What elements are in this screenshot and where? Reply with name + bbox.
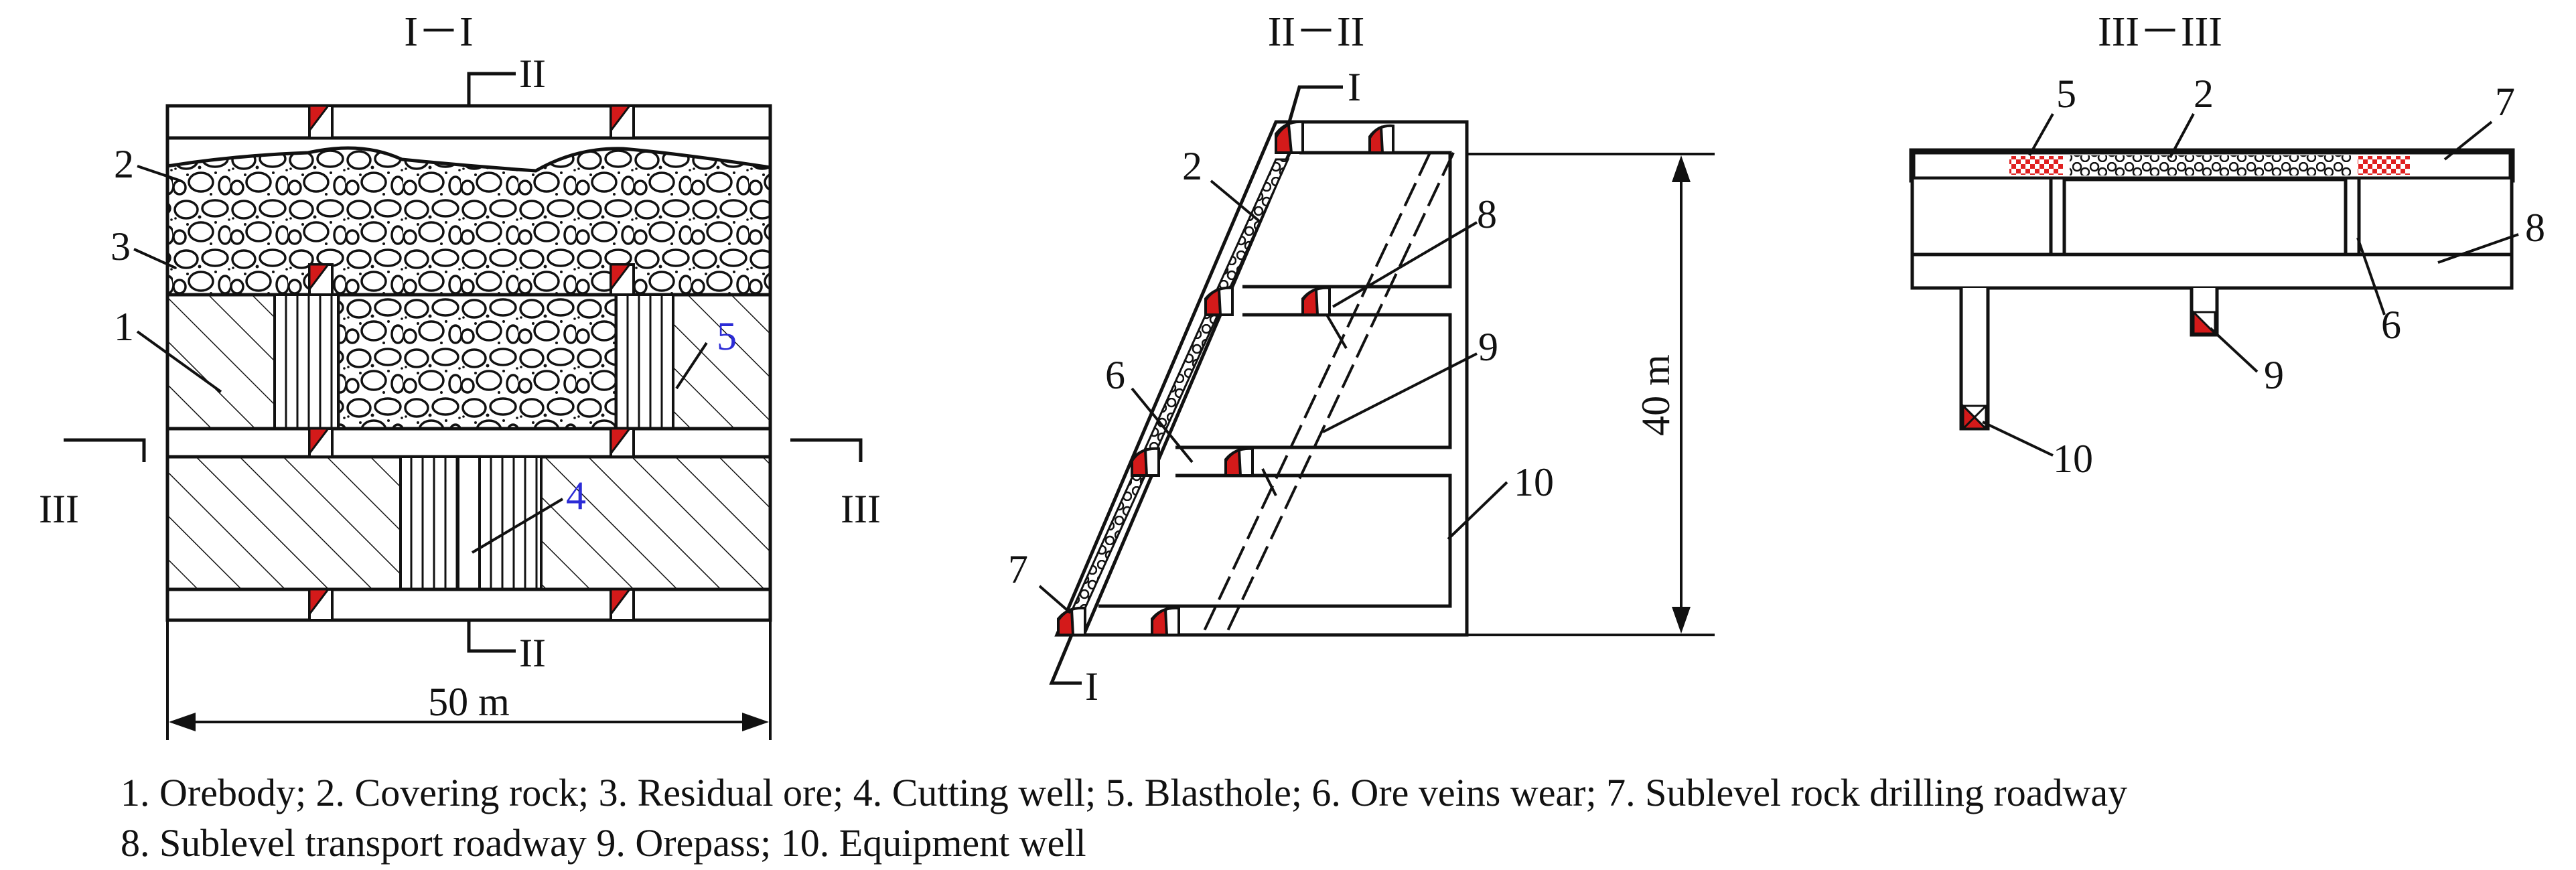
cut-label-III-left: III xyxy=(39,487,79,531)
section-title-3: III－III xyxy=(2098,9,2222,55)
covering-rock xyxy=(165,146,772,297)
label-1-section1: 1 xyxy=(114,305,134,349)
drilling-roadway-markers xyxy=(308,104,632,618)
caved-rubble-column xyxy=(336,293,618,431)
label-8-section3: 8 xyxy=(2525,206,2545,250)
label-5-section1: 5 xyxy=(717,314,737,358)
blasthole-lower-right xyxy=(478,455,543,591)
cut-label-I-top: I xyxy=(1348,65,1361,109)
label-8-section2: 8 xyxy=(1477,192,1497,236)
section-3: III－III xyxy=(1909,9,2545,481)
blasthole-lower-left xyxy=(399,455,459,591)
label-5-section3: 5 xyxy=(2056,72,2076,116)
cut-label-I-bottom: I xyxy=(1085,664,1098,709)
sec3-blasthole-right xyxy=(2358,156,2410,175)
label-7-section2: 7 xyxy=(1008,547,1028,591)
label-9-section3: 9 xyxy=(2264,353,2284,397)
sec3-blasthole-left xyxy=(2009,156,2063,175)
section-2: II－II xyxy=(1008,9,1715,709)
label-3-section1: 3 xyxy=(111,224,131,269)
label-6-section2: 6 xyxy=(1105,353,1125,397)
label-10-section2: 10 xyxy=(1514,460,1554,504)
sec3-covering-rock xyxy=(2070,155,2351,175)
cut-label-II-bottom: II xyxy=(519,631,546,675)
caption-line-2: 8. Sublevel transport roadway 9. Orepass… xyxy=(121,821,1086,865)
blasthole-upper-left xyxy=(273,293,340,430)
cutting-well xyxy=(457,455,481,591)
label-10-section3: 10 xyxy=(2053,437,2093,481)
caption-line-1: 1. Orebody; 2. Covering rock; 3. Residua… xyxy=(121,771,2128,814)
blasthole-upper-right xyxy=(615,293,674,430)
dimension-50m: 50 m xyxy=(428,680,510,724)
label-7-section3: 7 xyxy=(2495,80,2515,124)
section-title-2: II－II xyxy=(1268,9,1365,55)
cut-label-III-right: III xyxy=(841,487,881,531)
middle-roadway xyxy=(165,427,772,459)
label-9-section2: 9 xyxy=(1478,325,1498,369)
label-2-section3: 2 xyxy=(2194,72,2214,116)
sec2-roadway-markers xyxy=(1057,120,1394,636)
section-title-1: I－I xyxy=(404,9,473,55)
label-2-section2: 2 xyxy=(1182,144,1202,188)
dimension-40m: 40 m xyxy=(1634,354,1678,436)
section-1: I－I xyxy=(39,9,881,740)
cut-label-II-top: II xyxy=(519,52,546,96)
label-2-section1: 2 xyxy=(114,142,134,186)
top-roadway xyxy=(165,104,772,140)
bottom-roadway xyxy=(165,587,772,622)
label-6-section3: 6 xyxy=(2381,303,2401,347)
label-4-section1: 4 xyxy=(566,474,586,518)
